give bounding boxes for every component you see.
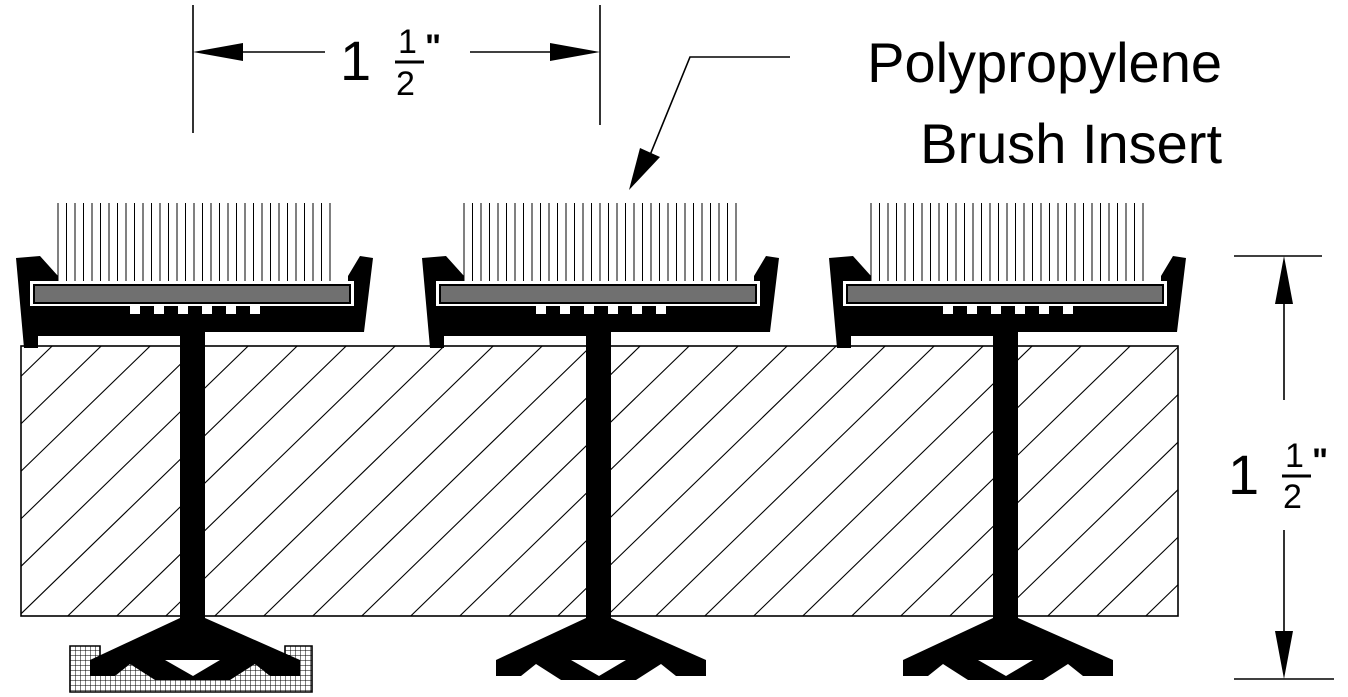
channel-notch [154,306,164,314]
support-stem [586,330,611,622]
channel-notch [536,306,546,314]
channel-notch [1015,306,1025,314]
channel-notch [991,306,1001,314]
channel-notch [202,306,212,314]
channel-notch [1063,306,1073,314]
channel-notch [632,306,642,314]
anchor-foot [903,618,1113,680]
channel-notch [584,306,594,314]
hatch-line [21,346,298,615]
hatch-line [654,346,935,616]
channel-notch [656,306,666,314]
hatch-line [948,393,1178,616]
brush-insert-callout: Polypropylene Brush Insert [629,31,1222,190]
hatch-line [360,346,641,616]
hatch-line [21,346,102,425]
brush-module-3 [829,203,1186,680]
hatch-line [556,346,837,616]
vertical-dim-unit: " [1312,442,1328,480]
horizontal-dimension: 1 1 2 " [192,5,601,133]
brush-insert-strip [439,284,757,304]
anchor-foot [90,618,300,680]
hatch-line [801,346,1082,616]
foot-notch [571,660,626,676]
vertical-dim-denominator: 2 [1283,478,1302,516]
hatch-line [21,346,53,378]
hatch-line [21,346,151,473]
hatch-line [262,346,543,616]
bristles [57,203,331,284]
brush-insert-strip [846,284,1164,304]
hatch-line [899,346,1178,616]
horizontal-dim-whole: 1 [340,29,371,92]
support-stem [180,330,205,622]
brush-module-1 [16,203,373,680]
channel-notch [943,306,953,314]
callout-line-1: Polypropylene [867,31,1222,94]
hatch-line [0,320,30,640]
hatch-line [21,346,200,520]
hatch-line [66,346,347,616]
channel-notch [1039,306,1049,314]
bristles [870,203,1144,284]
hatch-line [311,346,592,616]
hatch-line [605,346,886,616]
horizontal-dim-unit: " [425,28,441,66]
foot-notch [165,660,220,676]
hatch-line [409,346,690,616]
brush-modules [16,203,1186,680]
vertical-dimension: 1 1 2 " [1228,255,1334,680]
hatch-line [1095,536,1178,616]
channel-notch [226,306,236,314]
channel-notch [178,306,188,314]
brush-insert-strip [33,284,351,304]
hatch-line [1268,320,1348,640]
hatch-line [850,346,1131,616]
horizontal-dim-denominator: 2 [396,65,415,103]
vertical-dim-numerator: 1 [1285,437,1304,475]
channel-notch [130,306,140,314]
vertical-dim-whole: 1 [1228,443,1259,506]
callout-line-2: Brush Insert [920,112,1222,175]
horizontal-dim-numerator: 1 [398,23,417,61]
hatch-line [1046,488,1178,616]
hatch-line [115,346,396,616]
hatch-line [1144,583,1178,616]
hatch-line [997,441,1178,616]
channel-notch [250,306,260,314]
foot-notch [978,660,1033,676]
hatch-line [21,346,249,568]
hatch-line [703,346,984,616]
hatch-line [507,346,788,616]
brush-module-2 [422,203,779,680]
hatch-line [213,346,494,616]
support-stem [993,330,1018,622]
channel-notch [560,306,570,314]
anchor-foot [496,618,706,680]
channel-notch [608,306,618,314]
bristles [463,203,737,284]
channel-notch [967,306,977,314]
